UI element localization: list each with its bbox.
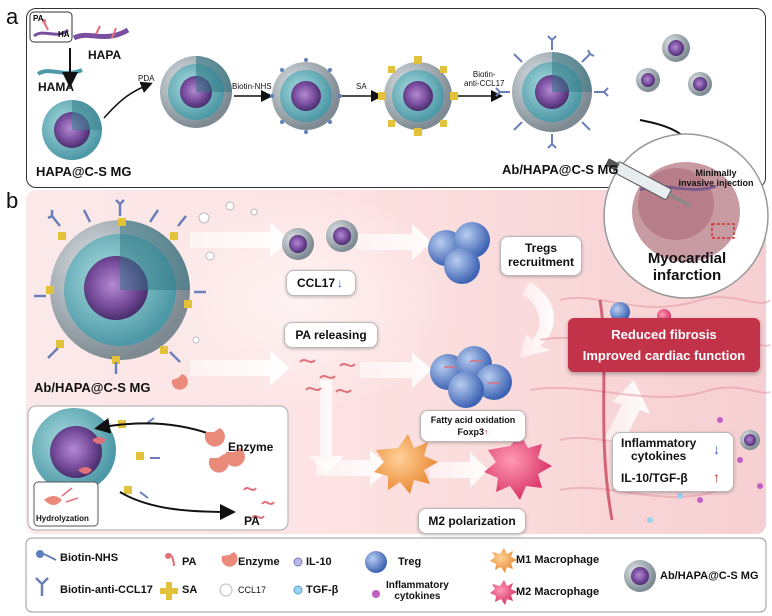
m2-polarization-text: M2 polarization: [428, 514, 516, 528]
legend-m2: M2 Macrophage: [516, 586, 600, 598]
pa-label-b: PA: [244, 514, 260, 528]
cytokine-down-arrow-icon: ↓: [713, 441, 720, 457]
tregs-pa-cluster: [430, 346, 512, 408]
legend-tgfb: TGF-β: [306, 584, 339, 596]
ab-hapa-cs-mg-label: Ab/HAPA@C-S MG: [502, 162, 619, 177]
injection-label: Minimally invasive injection: [676, 168, 756, 188]
large-ab-hapa-particle: [34, 199, 206, 374]
legend-il10: IL-10: [306, 556, 332, 568]
foxp3-text: Foxp3: [457, 427, 484, 437]
ccl17-box: CCL17↓: [286, 270, 356, 296]
legend-sa: SA: [182, 584, 198, 596]
legend-treg: Treg: [398, 556, 422, 568]
legend-ccl17: CCL17: [238, 585, 267, 595]
up-arrow-icon: ↑: [484, 427, 489, 437]
ab-hapa-label-b: Ab/HAPA@C-S MG: [34, 380, 151, 395]
sa-particle: [378, 56, 458, 136]
pa-ha-inset: [29, 11, 73, 43]
m2-macrophage-cell: [484, 434, 552, 500]
ab-hapa-particle: [495, 35, 609, 149]
pa-releasing-box: PA releasing: [284, 322, 378, 348]
pda-particle: [160, 56, 232, 128]
m1-macrophage-cell: [374, 434, 438, 494]
improved-function-text: Improved cardiac function: [582, 348, 746, 363]
infarction-text: infarction: [652, 267, 722, 284]
legend-ab-hapa: Ab/HAPA@C-S MG: [660, 570, 759, 582]
hapa-cs-mg-particle: [42, 100, 102, 160]
down-arrow-icon: ↓: [337, 276, 344, 290]
hapa-cs-mg-label: HAPA@C-S MG: [36, 164, 132, 179]
il10-up-arrow-icon: ↑: [713, 469, 720, 485]
pa-squiggles: [299, 359, 356, 393]
legend-inflammatory: Inflammatory cytokines: [386, 580, 449, 602]
enzyme-label: Enzyme: [228, 440, 274, 454]
pda-label: PDA: [138, 74, 155, 83]
il10-tgfb-text: IL-10/TGF-β: [621, 471, 688, 485]
panel-a-label: a: [6, 4, 19, 29]
reduced-fibrosis-text: Reduced fibrosis: [611, 327, 717, 342]
tregs-cluster: [428, 222, 490, 284]
recruitment-text: recruitment: [507, 255, 575, 269]
ha-text: HA: [58, 30, 70, 39]
biotin-anti-ccl17-label: Biotin- anti-CCL17: [464, 70, 504, 88]
hapa-chain: [72, 27, 130, 41]
panel-b-label: b: [6, 188, 19, 213]
myocardial-infarction-title: Myocardial infarction: [632, 250, 742, 284]
pa-releasing-text: PA releasing: [295, 328, 367, 342]
hama-chain: [36, 68, 83, 76]
legend-biotin-anti-ccl17: Biotin-anti-CCL17: [60, 584, 153, 596]
hapa-label: HAPA: [88, 48, 122, 62]
cytokines-text: cytokines: [631, 449, 687, 463]
legend-m1: M1 Macrophage: [516, 554, 600, 566]
legend-inflammatory-line2: cytokines: [394, 591, 441, 602]
legend-pa: PA: [182, 556, 197, 568]
invasive-text: invasive injection: [678, 178, 754, 188]
ccl17-text: CCL17: [297, 276, 336, 290]
fatty-acid-box: Fatty acid oxidation Foxp3↑: [420, 410, 526, 442]
biotin-anti-ccl17-line1: Biotin-: [472, 70, 496, 79]
small-ab-particles: [282, 220, 358, 260]
legend-inflammatory-line1: Inflammatory: [386, 580, 449, 591]
inflammatory-text: Inflammatory: [621, 436, 697, 450]
cytokines-box: Inflammatory cytokines ↓ IL-10/TGF-β ↑: [612, 432, 734, 492]
hydrolyzation-inset: [27, 405, 289, 531]
legend-enzyme: Enzyme: [238, 556, 280, 568]
legend-biotin-nhs: Biotin-NHS: [60, 552, 119, 564]
tregs-recruitment-box: Tregs recruitment: [500, 236, 582, 276]
myocardial-text: Myocardial: [647, 250, 727, 267]
enzyme-near-particle: [171, 374, 188, 390]
m2-polarization-box: M2 polarization: [418, 508, 526, 534]
tregs-text: Tregs: [524, 241, 557, 255]
minimally-text: Minimally: [695, 168, 737, 178]
biotin-anti-ccl17-line2: anti-CCL17: [464, 79, 505, 88]
sa-label: SA: [356, 82, 367, 91]
hydrolyzation-label: Hydrolyzation: [36, 514, 89, 523]
outcome-box: Reduced fibrosis Improved cardiac functi…: [568, 318, 760, 372]
floating-particles: [636, 34, 712, 96]
legend-icons: [35, 548, 656, 605]
biotin-nhs-label: Biotin-NHS: [232, 82, 272, 91]
fatty-acid-text: Fatty acid oxidation: [430, 415, 516, 425]
pa-text: PA: [33, 14, 44, 23]
biotin-particle: [270, 58, 342, 134]
legend-frame: [25, 537, 767, 613]
hama-label: HAMA: [38, 80, 74, 94]
heart-inset: [603, 133, 769, 299]
